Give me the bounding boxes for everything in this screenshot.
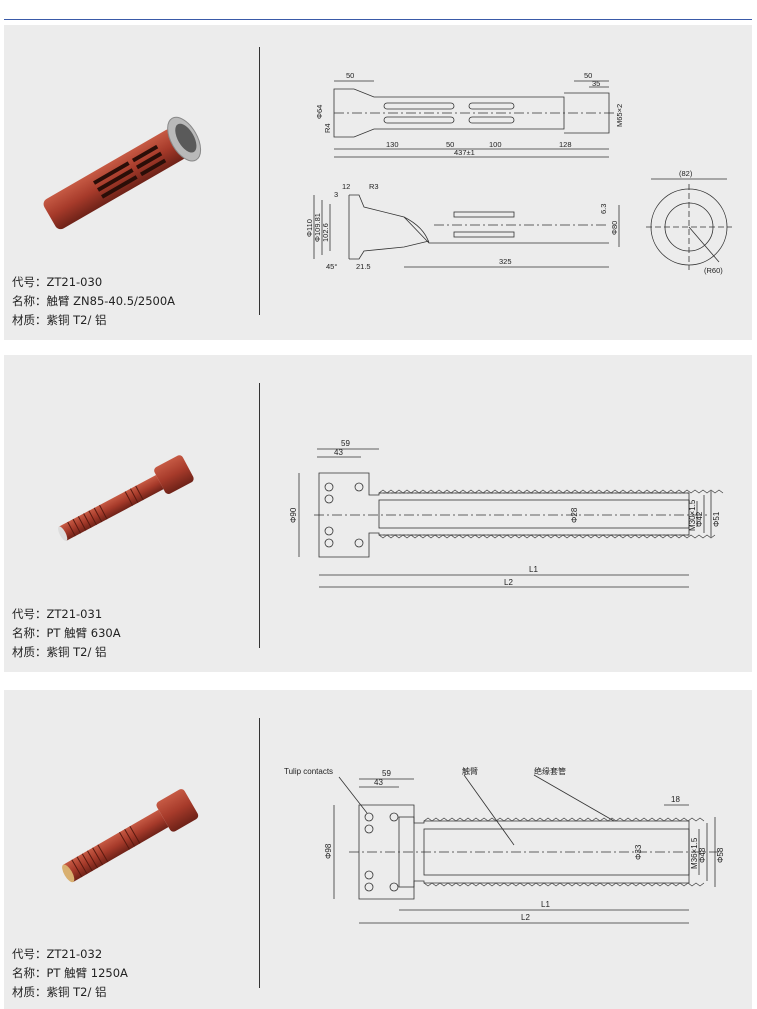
dim-label: 50: [584, 71, 592, 80]
dim-label: 12: [342, 182, 350, 191]
dim-label: 43: [334, 448, 343, 457]
dim-label: L2: [521, 913, 530, 922]
dim-label: 50: [446, 140, 454, 149]
product-code: 代号：ZT21-032: [12, 947, 103, 961]
technical-drawing-zt21-032: Tulip contacts 触臂 绝缘套管 59 43 18 Φ98 Φ33 …: [284, 766, 725, 924]
dim-label: 43: [374, 778, 383, 787]
dim-label: M36×1.5: [690, 837, 699, 869]
product-info: 代号：ZT21-032 名称：PT 触臂 1250A 材质：紫铜 T2/ 铝: [12, 945, 128, 1002]
dim-label: 50: [346, 71, 354, 80]
vertical-divider: [259, 47, 260, 315]
dim-label: Φ33: [634, 844, 643, 860]
product-photo-zt21-030: [43, 116, 202, 230]
dim-label: R4: [323, 123, 332, 133]
dim-label: Φ48: [698, 847, 707, 863]
dim-label: M65×2: [615, 104, 624, 127]
product-name: 名称：触臂 ZN85-40.5/2500A: [12, 294, 176, 308]
dim-label: 59: [382, 769, 391, 778]
product-code: 代号：ZT21-030: [12, 275, 103, 289]
dim-label: Φ110: [305, 219, 314, 237]
dim-label: M30×1.5: [688, 499, 697, 531]
arm-label: 触臂: [462, 766, 478, 776]
dim-label: Φ42: [695, 511, 704, 527]
dim-label: 3: [334, 190, 338, 199]
dim-label: Φ51: [712, 511, 721, 527]
dim-label: L1: [541, 900, 550, 909]
vertical-divider: [259, 718, 260, 988]
dim-label: L1: [529, 565, 538, 574]
product-card-zt21-032: 代号：ZT21-032 名称：PT 触臂 1250A 材质：紫铜 T2/ 铝: [4, 690, 752, 1009]
dim-label: Φ80: [610, 221, 619, 235]
dim-label: (R60): [704, 266, 723, 275]
dim-label: 45°: [326, 262, 337, 271]
technical-drawing-zt21-030: 50 50 35 Φ64 R4 M65×2 130 50 100 128 437…: [305, 71, 732, 275]
dim-label: Φ64: [315, 105, 324, 119]
dim-label: Φ98: [324, 843, 333, 859]
dim-label: 18: [671, 795, 680, 804]
product-name: 名称：PT 触臂 630A: [12, 626, 121, 640]
dim-label: Φ109.81: [313, 213, 322, 242]
dim-label: Φ28: [570, 507, 579, 523]
dim-label: L2: [504, 578, 513, 587]
dim-label: 100: [489, 140, 502, 149]
dim-label: 325: [499, 257, 512, 266]
dim-label: 437±1: [454, 148, 475, 157]
product-photo-zt21-031: [58, 455, 194, 541]
product-card-zt21-030: 代号：ZT21-030 名称：触臂 ZN85-40.5/2500A 材质：紫铜 …: [4, 25, 752, 340]
product-card-zt21-031: 代号：ZT21-031 名称：PT 触臂 630A 材质：紫铜 T2/ 铝: [4, 355, 752, 672]
dim-label: 128: [559, 140, 572, 149]
product-photo-zt21-032: [62, 789, 199, 883]
dim-label: Φ90: [289, 507, 298, 523]
dim-label: 35: [592, 79, 600, 88]
header-rule: [4, 19, 752, 20]
sleeve-label: 绝缘套管: [534, 766, 566, 776]
dim-label: 130: [386, 140, 399, 149]
technical-drawing-zt21-031: 59 43 Φ90 Φ28 M30×1.5 Φ42 Φ51 L1 L2: [289, 439, 724, 588]
tulip-contacts-label: Tulip contacts: [284, 767, 333, 776]
dim-label: 6.3: [599, 204, 608, 214]
dim-label: (82): [679, 169, 693, 178]
product-material: 材质：紫铜 T2/ 铝: [12, 645, 107, 659]
product-material: 材质：紫铜 T2/ 铝: [12, 985, 107, 999]
product-name: 名称：PT 触臂 1250A: [12, 966, 128, 980]
product-info: 代号：ZT21-031 名称：PT 触臂 630A 材质：紫铜 T2/ 铝: [12, 605, 121, 662]
dim-label: Φ58: [716, 847, 725, 863]
vertical-divider: [259, 383, 260, 648]
product-code: 代号：ZT21-031: [12, 607, 103, 621]
dim-label: 102.6: [321, 223, 330, 242]
dim-label: 59: [341, 439, 350, 448]
dim-label: R3: [369, 182, 379, 191]
product-info: 代号：ZT21-030 名称：触臂 ZN85-40.5/2500A 材质：紫铜 …: [12, 273, 175, 330]
product-material: 材质：紫铜 T2/ 铝: [12, 313, 107, 327]
dim-label: 21.5: [356, 262, 371, 271]
